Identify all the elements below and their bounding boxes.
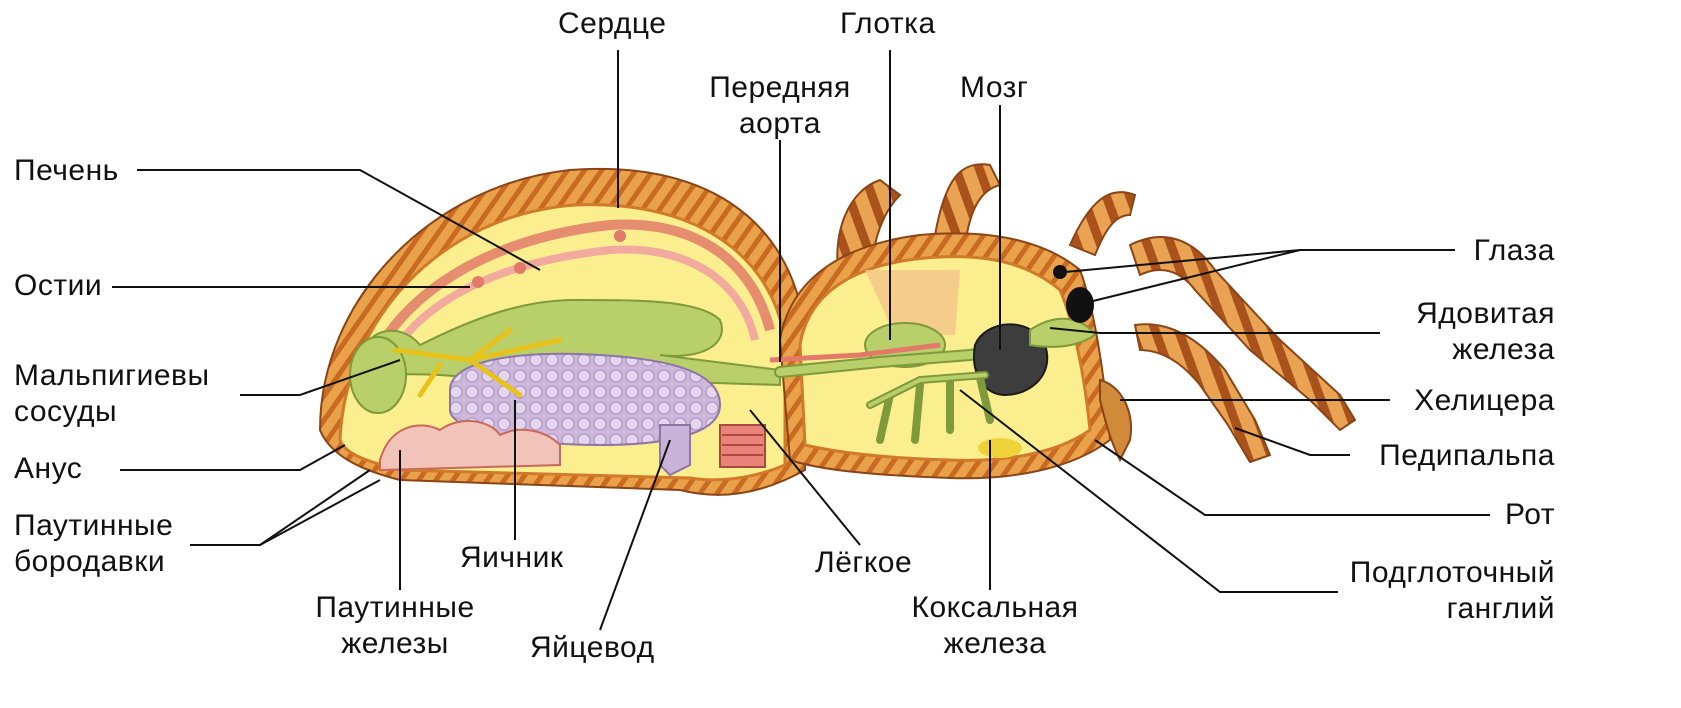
leader-venom [1050,328,1380,333]
label-spinnerets: Паутинные бородавки [14,508,173,580]
label-heart: Сердце [558,6,666,42]
abdomen [320,169,805,495]
label-liver: Печень [14,153,119,189]
label-malpighian-line1: Мальпигиевы [14,358,210,394]
label-coxal-gland-line2: железа [905,626,1085,662]
label-subpharyngeal-line1: Подглоточный [1340,555,1555,591]
label-mouth: Рот [1495,497,1555,533]
label-ovary: Яичник [460,540,564,576]
eye-large [1066,287,1094,323]
leader-anus [120,445,345,470]
label-venom-gland-line1: Ядовитая [1385,296,1555,332]
label-brain: Мозг [960,70,1028,106]
leader-spinnerets-b [260,480,380,545]
label-subpharyngeal-line2: ганглий [1340,591,1555,627]
label-spinnerets-line1: Паутинные [14,508,173,544]
oviduct [660,425,690,475]
label-ostia: Остии [14,268,102,304]
label-spinnerets-line2: бородавки [14,544,173,580]
label-anterior-aorta-line1: Передняя [700,70,860,106]
label-pedipalp: Педипальпа [1355,438,1555,474]
leader-eyes-a [1065,250,1455,272]
label-silk-glands: Паутинные железы [300,590,490,662]
label-anus: Анус [14,451,82,487]
label-venom-gland-line2: железа [1385,332,1555,368]
label-oviduct: Яйцевод [530,630,655,666]
leg-3 [1070,192,1135,255]
label-silk-glands-line2: железы [300,626,490,662]
label-venom-gland: Ядовитая железа [1385,296,1555,368]
label-anterior-aorta-line2: аорта [700,106,860,142]
label-coxal-gland: Коксальная железа [905,590,1085,662]
label-anterior-aorta: Передняя аорта [700,70,860,142]
label-lung: Лёгкое [815,545,912,581]
coxal-gland [978,438,1022,458]
label-malpighian: Мальпигиевы сосуды [14,358,210,430]
chelicera-shape [1100,380,1131,460]
label-subpharyngeal-ganglion: Подглоточный ганглий [1340,555,1555,627]
label-silk-glands-line1: Паутинные [300,590,490,626]
label-chelicera: Хелицера [1395,383,1555,419]
label-eyes: Глаза [1455,233,1555,269]
label-pharynx: Глотка [840,6,936,42]
label-coxal-gland-line1: Коксальная [905,590,1085,626]
label-malpighian-line2: сосуды [14,394,210,430]
eye-small [1053,265,1067,279]
